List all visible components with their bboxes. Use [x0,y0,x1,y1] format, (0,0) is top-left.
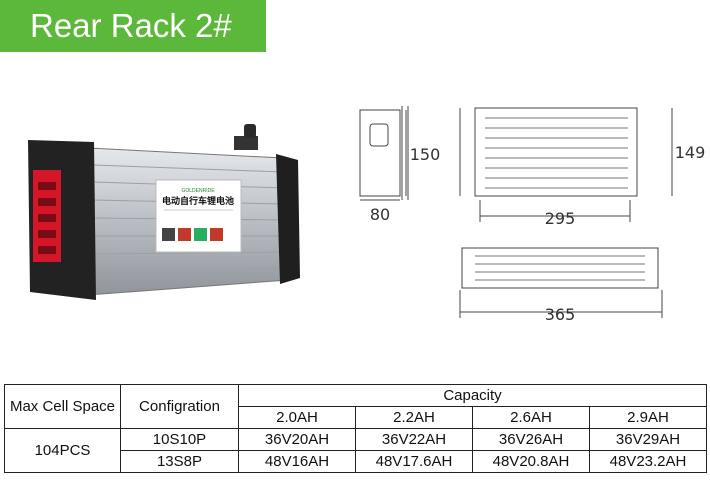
table-cell: 48V23.2AH [589,450,707,473]
max-cell-space-header: Max Cell Space [4,384,121,429]
svg-text:295: 295 [545,209,576,228]
config-cell: 10S10P [120,428,239,451]
table-cell: 48V16AH [238,450,356,473]
table-row: 13S8P 48V16AH 48V17.6AH 48V20.8AH 48V23.… [5,450,707,473]
table-cell: 36V26AH [472,428,590,451]
table-cell: 36V29AH [589,428,707,451]
battery-photo: GOLDENRIDE 电动自行车锂电池 [28,124,300,300]
capacity-header: Capacity [238,384,707,407]
svg-text:365: 365 [545,305,576,324]
capacity-column-header: 2.9AH [589,406,707,429]
table-cell: 48V17.6AH [355,450,473,473]
table-cell: 48V20.8AH [472,450,590,473]
key-lock-icon [234,124,258,150]
banner-title: Rear Rack 2# [30,7,232,44]
svg-text:149: 149 [675,143,706,162]
dimension-drawings: 150 80 295 149 365 [359,106,706,324]
table-cell: 36V20AH [238,428,356,451]
max-cell-space-value: 104PCS [4,428,121,473]
table-cell: 36V22AH [355,428,473,451]
capacity-column-header: 2.6AH [472,406,590,429]
capacity-column-header: 2.2AH [355,406,473,429]
svg-text:80: 80 [370,205,390,224]
capacity-column-header: 2.0AH [238,406,356,429]
title-banner: Rear Rack 2# [0,0,266,52]
svg-text:电动自行车锂电池: 电动自行车锂电池 [162,195,234,206]
spec-table: Max Cell Space Configration Capacity 2.0… [4,384,707,473]
config-cell: 13S8P [120,450,239,473]
table-row: 104PCS 10S10P 36V20AH 36V22AH 36V26AH 36… [4,428,707,473]
configuration-header: Configration [120,384,239,429]
svg-text:GOLDENRIDE: GOLDENRIDE [181,188,215,194]
svg-text:150: 150 [410,145,441,164]
